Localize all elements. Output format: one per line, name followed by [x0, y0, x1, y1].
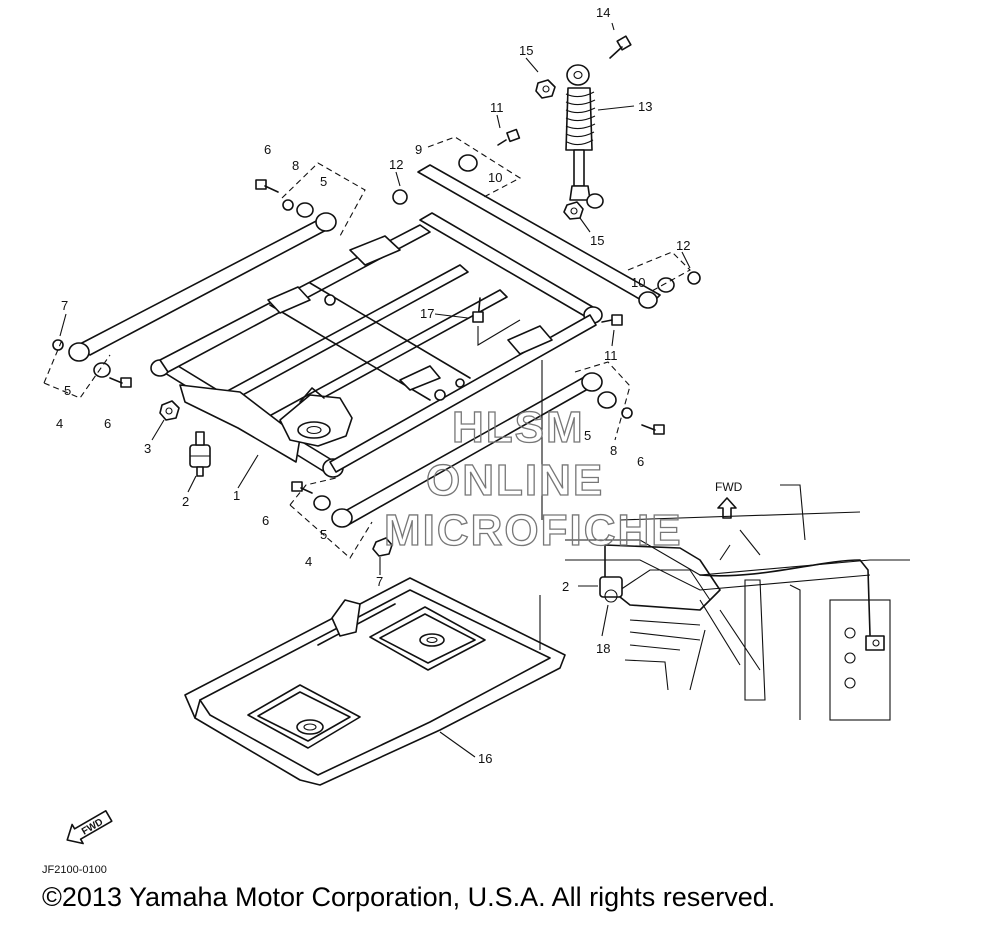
- callout-6-lower: 6: [262, 513, 269, 528]
- swing-frame: [150, 212, 603, 478]
- bracket-left-lower-4: [43, 339, 111, 399]
- callout-11-right: 11: [604, 348, 618, 363]
- bracket-left-upper: [281, 162, 366, 237]
- callout-6-top: 6: [264, 142, 271, 157]
- callout-16: 16: [478, 751, 492, 766]
- bracket-10: [627, 251, 691, 293]
- callout-numbers: 14 15 13 11 9 10 12 15 12 10 11 17 6 8 5…: [56, 5, 690, 766]
- skid-leader-16: [439, 731, 476, 758]
- watermark-line-3: MICROFICHE: [384, 506, 683, 555]
- bolt-17: [472, 297, 521, 346]
- callout-6-right: 6: [637, 454, 644, 469]
- callout-13: 13: [638, 99, 652, 114]
- nut-3: [159, 400, 180, 421]
- fwd-badge: FWD: [66, 810, 113, 845]
- bolt-11-lower: [601, 314, 623, 326]
- bracket-9: [427, 136, 522, 199]
- callout-5-right: 5: [584, 428, 591, 443]
- callout-2-inset: 2: [562, 579, 569, 594]
- shock-absorber: [565, 64, 604, 209]
- callout-5-left: 5: [64, 383, 71, 398]
- callout-5-lower: 5: [320, 527, 327, 542]
- callout-8-top: 8: [292, 158, 299, 173]
- bracket-lower-left: [289, 477, 373, 559]
- callout-4-left: 4: [56, 416, 63, 431]
- watermark: HLSM ONLINE MICROFICHE: [383, 402, 683, 555]
- inset-fwd-label: FWD: [715, 480, 743, 494]
- callout-8-right: 8: [610, 443, 617, 458]
- nut-15-top: [535, 79, 556, 99]
- callout-15-lower: 15: [590, 233, 604, 248]
- upper-left-arm: [52, 179, 337, 388]
- skid-plate: [184, 577, 566, 786]
- callout-5-top: 5: [320, 174, 327, 189]
- callout-4-lower: 4: [305, 554, 312, 569]
- watermark-line-2: ONLINE: [426, 456, 604, 505]
- callout-15-top: 15: [519, 43, 533, 58]
- diagram-code: JF2100-0100: [42, 864, 107, 876]
- nut-15-lower: [563, 201, 584, 220]
- bolt-11-top: [497, 128, 521, 146]
- upper-right-arm: [392, 154, 701, 309]
- callout-17: 17: [420, 306, 434, 321]
- callout-12-top: 12: [389, 157, 403, 172]
- callout-7-lower: 7: [376, 574, 383, 589]
- callout-12-right: 12: [676, 238, 690, 253]
- callout-10-right: 10: [631, 275, 645, 290]
- callout-3: 3: [144, 441, 151, 456]
- callout-2-main: 2: [182, 494, 189, 509]
- callout-18: 18: [596, 641, 610, 656]
- callout-7-top: 7: [61, 298, 68, 313]
- callout-leaders: [59, 22, 691, 637]
- copyright-notice: ©2013 Yamaha Motor Corporation, U.S.A. A…: [42, 882, 775, 912]
- frame-leader-1: [237, 454, 259, 489]
- watermark-line-1: HLSM: [452, 403, 585, 452]
- bolt-14: [609, 35, 632, 59]
- fwd-badge-label: FWD: [80, 817, 105, 838]
- callout-14: 14: [596, 5, 610, 20]
- callout-9: 9: [415, 142, 422, 157]
- callout-6-left: 6: [104, 416, 111, 431]
- callout-10-top: 10: [488, 170, 502, 185]
- lower-arm: [291, 372, 665, 557]
- switch-2: [189, 431, 211, 477]
- bracket-lower-right: [574, 361, 631, 441]
- callout-11-top: 11: [490, 100, 504, 115]
- inset-view: [565, 484, 910, 721]
- callout-1: 1: [233, 488, 240, 503]
